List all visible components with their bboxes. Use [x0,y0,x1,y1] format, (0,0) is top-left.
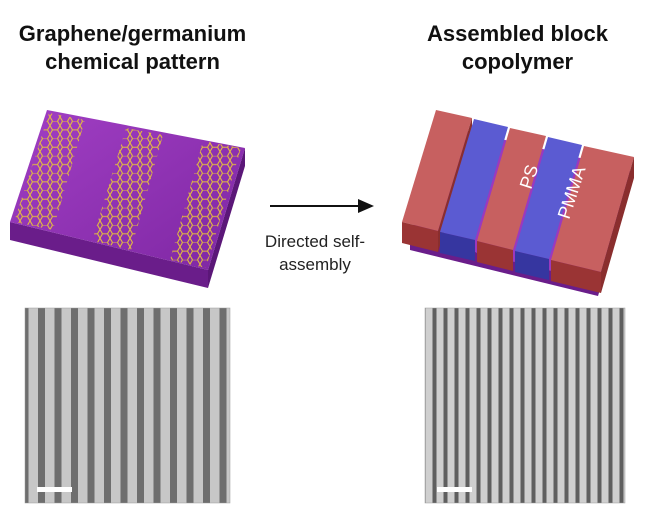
pmma-lamella-1 [440,119,508,261]
ps-lamella-2 [477,128,546,271]
process-label-line1: Directed self- [264,232,366,251]
left-title-line1: Graphene/germanium [18,21,247,46]
graphene-stripes [14,113,241,268]
substrate-front-face [10,222,208,288]
pmma-lamella-2 [515,137,582,280]
ps-lamella-3 [551,146,634,293]
right-title-line1: Assembled block [427,21,608,46]
left-panel-title: Graphene/germanium chemical pattern [0,20,265,76]
graphene-germanium-substrate [10,110,245,288]
process-label: Directed self- assembly [245,230,385,276]
left-title-line2: chemical pattern [45,49,220,74]
sem-image-left [24,307,231,504]
graphene-stripe-2 [92,128,163,250]
block-copolymer-structure: PS PMMA [402,110,634,296]
substrate-right-face [208,148,245,288]
scale-bar-left [37,487,72,492]
graphene-stripe-3 [170,141,241,268]
sem-image-right [424,307,626,504]
process-arrow [270,199,374,213]
right-panel-title: Assembled block copolymer [385,20,650,76]
scale-bar-right [437,487,472,492]
graphene-stripe-1 [14,113,85,230]
right-title-line2: copolymer [461,49,574,74]
process-label-line2: assembly [279,255,351,274]
